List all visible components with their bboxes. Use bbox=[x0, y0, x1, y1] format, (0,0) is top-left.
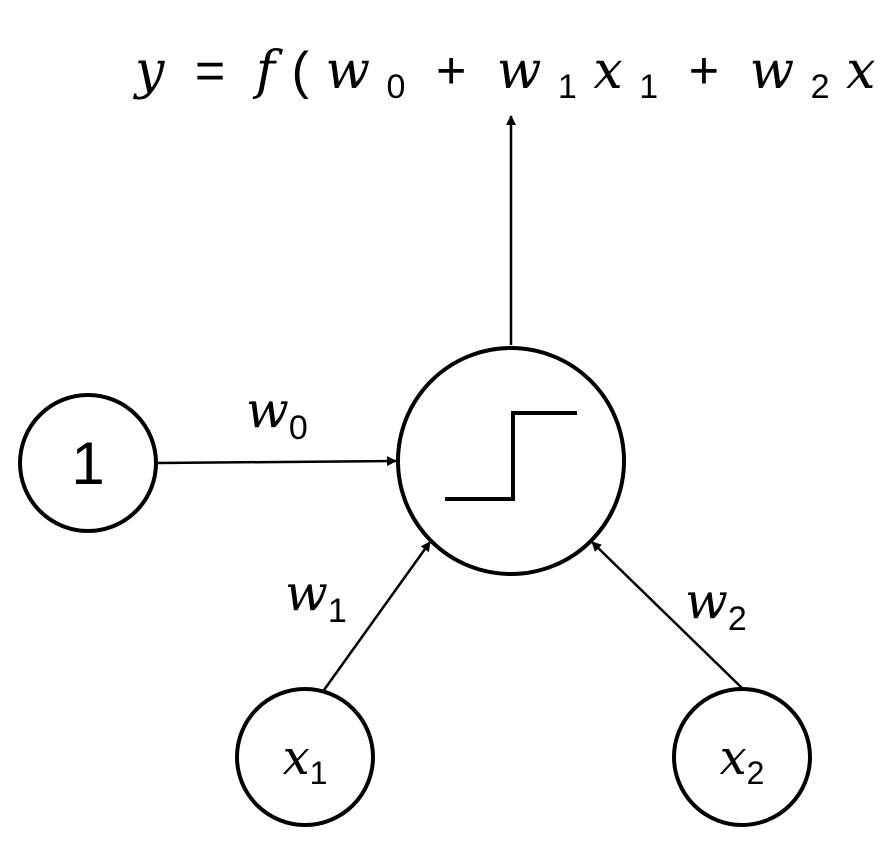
edge-x2-to-neuron bbox=[591, 541, 743, 689]
edge-bias-to-neuron bbox=[157, 456, 397, 467]
step-function-icon bbox=[445, 411, 577, 501]
eq-w2-sub: 2 bbox=[811, 68, 830, 106]
eq-x2: x bbox=[846, 41, 875, 101]
weight-label-w2: w2 bbox=[685, 572, 747, 638]
eq-open-paren: ( bbox=[292, 42, 310, 100]
eq-w0-sub: 0 bbox=[387, 68, 406, 106]
eq-plus-1: + bbox=[436, 42, 466, 100]
output-equation: y = f ( w 0 + w 1 x 1 + w 2 x 2 ) bbox=[133, 41, 890, 111]
eq-plus-2: + bbox=[689, 42, 719, 100]
eq-x1: x bbox=[593, 41, 622, 101]
eq-x1-sub: 1 bbox=[639, 68, 658, 106]
eq-y: y bbox=[133, 41, 165, 101]
edge-x1-to-neuron bbox=[322, 541, 432, 691]
eq-w2: w bbox=[750, 41, 795, 101]
eq-equals: = bbox=[195, 42, 225, 100]
eq-w0: w bbox=[325, 41, 370, 101]
eq-w1-sub: 1 bbox=[558, 68, 577, 106]
weight-label-w0: w0 bbox=[246, 381, 308, 447]
weight-label-w1: w1 bbox=[285, 564, 347, 630]
input-node-x2-label: x2 bbox=[720, 730, 765, 791]
bias-node bbox=[18, 393, 158, 533]
input-node-x1 bbox=[235, 687, 375, 827]
input-node-x1-label: x1 bbox=[283, 730, 328, 791]
input-node-x2 bbox=[672, 687, 812, 827]
eq-f: f bbox=[252, 41, 283, 101]
eq-w1: w bbox=[497, 41, 542, 101]
bias-node-label: 1 bbox=[71, 430, 104, 497]
